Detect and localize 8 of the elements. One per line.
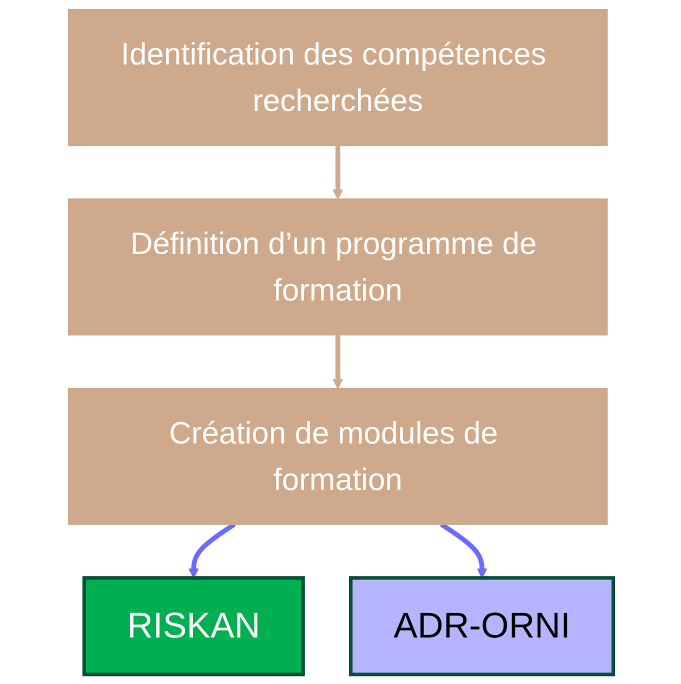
node-box (82, 576, 304, 676)
node-box (348, 576, 615, 676)
flowchart: Identification des compétences recherchées Définition d’un programme de formation Création de modules de formation RISKAN ADR-ORNI (58, 0, 622, 684)
node-box (68, 198, 608, 336)
arrow (332, 334, 343, 389)
node-box (68, 388, 608, 525)
node-box (68, 8, 608, 146)
arrow (332, 145, 343, 200)
